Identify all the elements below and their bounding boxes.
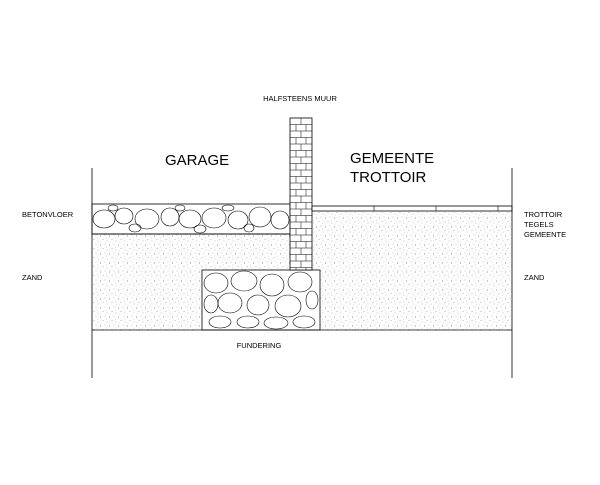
concrete-stones bbox=[92, 204, 290, 234]
wall-mortar-joints bbox=[290, 118, 312, 270]
sand-area-right bbox=[312, 211, 512, 330]
label-betonvloer: BETONVLOER bbox=[22, 210, 74, 219]
label-trottoir: TROTTOIR bbox=[524, 210, 563, 219]
label-tegels: TEGELS bbox=[524, 220, 554, 229]
label-wall: HALFSTEENS MUUR bbox=[263, 94, 337, 103]
label-zand-right: ZAND bbox=[524, 273, 545, 282]
sidewalk-tiles bbox=[311, 205, 513, 212]
label-trottoir-heading: TROTTOIR bbox=[350, 169, 427, 186]
label-fundering: FUNDERING bbox=[237, 341, 282, 350]
label-gemeente-small: GEMEENTE bbox=[524, 230, 566, 239]
foundation-stones bbox=[203, 270, 319, 330]
section-outline bbox=[91, 168, 513, 378]
half-brick-wall bbox=[289, 117, 313, 271]
label-gemeente: GEMEENTE bbox=[350, 150, 434, 167]
foundation-block bbox=[201, 269, 321, 331]
label-garage: GARAGE bbox=[165, 152, 229, 169]
concrete-floor bbox=[91, 203, 291, 235]
label-zand-left: ZAND bbox=[22, 273, 43, 282]
